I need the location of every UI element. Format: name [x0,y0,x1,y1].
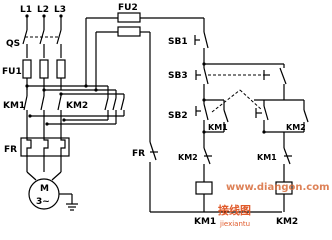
label-coil-km2: KM2 [276,217,298,227]
sb1-stop-button [194,18,209,64]
fu1-fuses [22,59,66,90]
label-sb2: SB2 [168,111,188,121]
motor-label: M [40,184,49,194]
coil-km2 [275,181,293,212]
motor-type: 3~ [36,197,50,207]
km2-main-contacts [28,86,125,126]
label-coil-km1: KM1 [194,217,216,227]
watermark: 接线图 www.diangon.com jiexiantu [218,182,330,228]
interlock-contacts [203,142,292,182]
fu2-fuses [84,12,204,92]
label-fu2: FU2 [118,3,138,13]
bus-to-km2 [25,84,124,96]
label-km1-main: KM1 [3,101,25,111]
label-fr-contact: FR [132,149,145,159]
label-km1-selflock: KM1 [208,123,228,132]
label-sb3: SB3 [168,71,188,81]
label-km1-interlock: KM1 [257,153,277,162]
qs-switch [22,29,62,58]
reverse-branch [254,99,309,148]
label-km2-main: KM2 [66,101,88,111]
watermark-url: jiexiantu [219,220,250,228]
control-return-rail [149,32,282,213]
fr-thermal-elements [20,128,70,181]
mechanical-interlock [211,89,263,113]
sb2-forward-button [195,98,229,142]
label-km2-interlock: KM2 [178,153,198,162]
label-km2-selflock: KM2 [286,123,306,132]
label-fu1: FU1 [2,67,22,77]
km1-main-contacts [23,95,62,128]
label-sb1: SB1 [168,37,188,47]
diagram-svg: L1 L2 L3 QS FU1 [2,3,330,228]
circuit-diagram: L1 L2 L3 QS FU1 [2,3,330,228]
coil-km1 [195,181,213,212]
sb3-reverse-button [195,62,287,104]
motor: M 3~ [28,178,78,211]
label-l2: L2 [37,5,49,15]
label-l3: L3 [54,5,66,15]
label-l1: L1 [20,5,32,15]
label-fr-main: FR [4,145,17,155]
phase-wires [25,14,63,30]
watermark-brand: 接线图 [218,203,251,217]
label-qs: QS [6,39,20,49]
fr-nc-contact [149,141,158,161]
watermark-site: www.diangon.com [226,182,330,193]
